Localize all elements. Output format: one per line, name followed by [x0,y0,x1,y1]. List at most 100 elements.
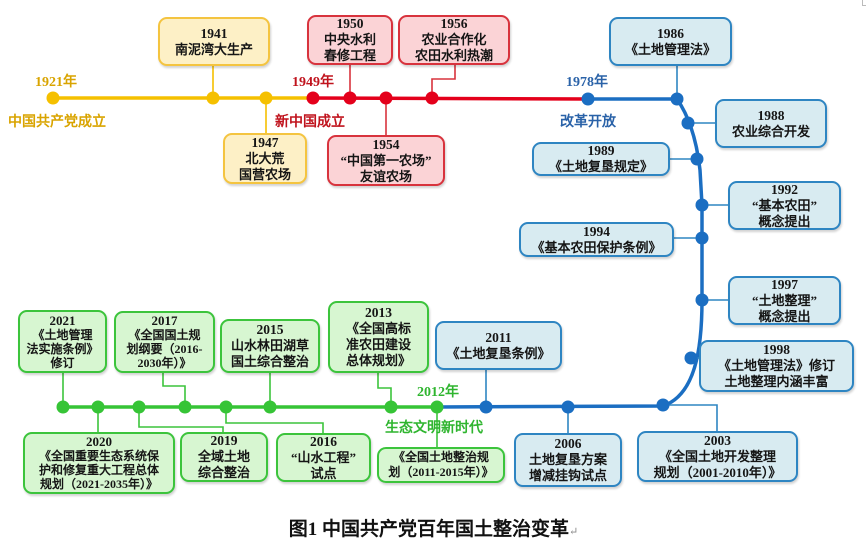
event-text: 山水林田湖草 [230,338,309,353]
node-2011 [479,400,493,414]
event-box-2003: 2003 《全国土地开发整理 规划（2001-2010年）》 [637,431,798,482]
event-text: “土地整理” [751,292,817,308]
event-text: 规划（2021-2035年）》 [40,477,158,491]
event-text: 农业合作化 [421,32,487,47]
node-2020 [91,400,105,414]
event-text: 《全国重要生态系统保 [38,449,159,463]
event-text: 法实施条例》 [26,341,99,356]
event-year: 2017 [151,313,178,328]
era-year-label: 1949年 [292,75,334,90]
event-year: 1954 [372,136,400,152]
event-text: 《全国高标 [345,321,411,336]
event-year: 1950 [336,16,364,31]
event-text: 护和修复重大工程总体 [38,463,159,477]
event-box-1947: 1947 北大荒 国营农场 [223,133,307,184]
connector-2003 [663,404,718,431]
node-2016 [219,400,233,414]
node-1956 [425,91,439,105]
node-1997 [695,293,709,307]
node-1998 [684,351,698,365]
era-name-label: 生态文明新时代 [385,421,483,436]
node-1989 [690,152,704,166]
event-text: “基本农田” [751,197,817,213]
event-text: “中国第一农场” [340,152,432,168]
event-box-2017: 2017 《全国国土规 划纲要（2016- 2030年）》 [114,311,215,373]
node-2019 [132,400,146,414]
node-1992 [695,198,709,212]
connector-1956 [431,65,456,98]
era-name-label: 中国共产党成立 [8,115,106,130]
event-year: 1956 [440,16,468,31]
event-text: 概念提出 [758,213,811,229]
node-1986 [670,92,684,106]
event-box-2016: 2016 “山水工程” 试点 [276,433,371,482]
node-2012 [430,400,444,414]
event-text: 中央水利 [323,32,376,47]
node-1947 [259,91,273,105]
event-year: 1989 [587,143,615,158]
era-year-label: 1978年 [566,75,608,90]
crop-mark [862,0,866,6]
event-box-1956: 1956 农业合作化 农田水利热潮 [398,15,510,65]
connector-2019 [138,407,224,432]
event-text: 划（2011-2015年）》 [388,465,494,479]
event-text: 《全国土地开发整理 [658,448,776,464]
event-text: 全域土地 [197,449,250,464]
node-1978 [581,92,595,106]
era-year-label: 2012年 [417,385,459,400]
node-1949 [306,91,320,105]
event-year: 2020 [86,434,112,449]
event-text: 试点 [310,465,337,481]
event-box-2015: 2015 山水林田湖草 国土综合整治 [220,319,320,373]
event-text: 国土综合整治 [230,354,309,369]
event-year: 1994 [583,223,610,239]
node-1941 [206,91,220,105]
event-text: 《土地管理法》修订 [717,358,835,373]
event-text: 增减挂钩试点 [528,468,607,483]
event-text: 《土地管理 [32,327,93,342]
era-year-label: 1921年 [35,75,77,90]
event-box-2011-2015-plan: 《全国土地整治规 划（2011-2015年）》 [377,447,505,483]
node-1954 [379,91,393,105]
event-text: 《基本农田保护条例》 [531,239,662,255]
node-1994 [695,231,709,245]
connector-2017 [162,373,186,407]
event-text: 农业综合开发 [731,123,810,139]
event-text: 国营农场 [238,166,291,182]
event-year: 1988 [757,107,785,123]
event-text: 划纲要（2016- [126,342,203,356]
node-1950 [343,91,357,105]
event-box-2019: 2019 全域土地 综合整治 [180,432,268,482]
event-text: 土地复垦方案 [528,452,607,467]
event-box-1994: 1994 《基本农田保护条例》 [519,222,674,257]
event-box-1988: 1988 农业综合开发 [715,99,827,148]
connector-2013 [377,373,392,407]
event-box-1950: 1950 中央水利 春修工程 [307,15,393,65]
event-box-2021: 2021 《土地管理 法实施条例》 修订 [18,310,107,373]
event-text: 总体规划》 [345,353,411,368]
event-year: 1986 [657,25,684,41]
event-box-2006: 2006 土地复垦方案 增减挂钩试点 [514,433,622,487]
event-text: 农田水利热潮 [414,48,493,63]
node-1988 [681,116,695,130]
node-2017 [178,400,192,414]
event-year: 1997 [771,276,798,292]
event-year: 2015 [256,322,284,337]
event-text: 2030年）》 [137,356,192,370]
node-2015 [263,400,277,414]
event-box-2013: 2013 《全国高标 准农田建设 总体规划》 [328,301,429,373]
event-box-1986: 1986 《土地管理法》 [609,17,732,66]
event-year: 1998 [763,342,790,357]
event-box-1954: 1954 “中国第一农场” 友谊农场 [327,135,445,186]
event-text: 北大荒 [245,150,285,166]
node-2003 [656,398,670,412]
event-text: 《土地复垦规定》 [548,159,653,174]
event-text: 《全国国土规 [128,328,201,342]
event-text: 《土地管理法》 [624,41,716,57]
event-text: 综合整治 [197,465,250,480]
event-text: 《土地复垦条例》 [446,345,551,361]
figure-caption: 图1 中国共产党百年国土整治变革↵ [0,514,867,541]
event-year: 2016 [310,433,337,449]
event-box-1997: 1997 “土地整理” 概念提出 [728,276,841,325]
event-text: 修订 [50,355,75,370]
